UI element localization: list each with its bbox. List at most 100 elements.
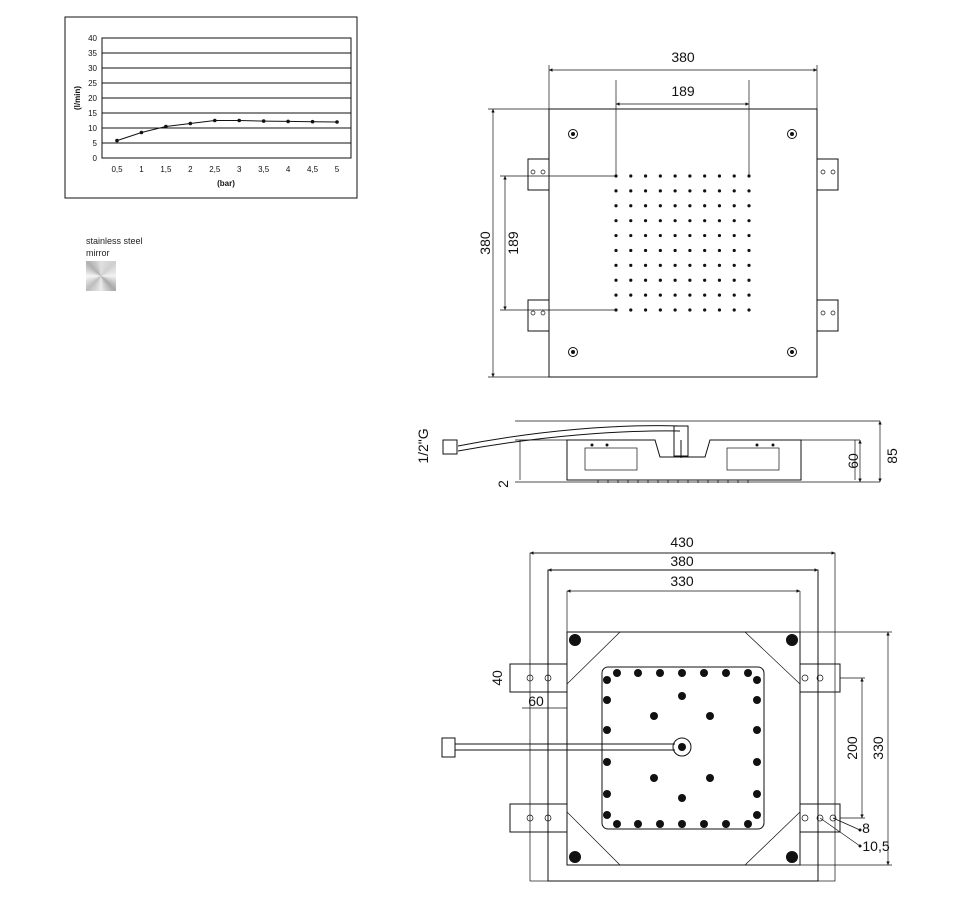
nozzle: [614, 219, 618, 223]
data-point: [188, 121, 193, 126]
x-tick-label: 1: [139, 165, 144, 174]
nozzle: [643, 204, 648, 208]
dim-plate: 330: [670, 573, 694, 589]
series-points: [115, 118, 339, 143]
data-point: [261, 119, 266, 123]
chart-frame: [64, 16, 358, 199]
nozzle: [629, 204, 633, 208]
nozzle: [658, 263, 662, 267]
x-tick-label: 5: [335, 165, 340, 174]
nozzle: [732, 174, 736, 178]
data-point: [237, 118, 242, 123]
nozzle: [629, 219, 633, 223]
bottom-nozzle: [603, 676, 611, 684]
bottom-nozzle: [650, 712, 658, 720]
y-tick-label: 10: [88, 124, 97, 133]
dim-bracket-span: 200: [844, 736, 860, 760]
nozzle: [658, 204, 662, 208]
series-line: [116, 120, 338, 142]
y-tick-label: 30: [88, 64, 97, 73]
nozzle-grid: [614, 174, 751, 312]
nozzle: [629, 233, 633, 238]
bottom-nozzle: [753, 676, 761, 684]
nozzle: [747, 293, 751, 297]
data-point: [115, 138, 119, 143]
nozzle: [688, 278, 692, 282]
dim-hole-small: 8: [862, 820, 870, 836]
top-view: 380 189 380 189: [477, 49, 839, 378]
nozzle: [629, 308, 633, 312]
nozzle: [643, 308, 648, 312]
bottom-nozzle: [700, 669, 708, 677]
nozzle: [614, 278, 618, 282]
x-tick-label: 2,5: [209, 165, 221, 174]
top-corner-screws: [568, 129, 797, 357]
nozzle: [688, 174, 692, 178]
finish-material: stainless steel: [86, 236, 143, 246]
nozzle: [717, 263, 722, 267]
data-point: [286, 119, 290, 124]
nozzle: [673, 233, 677, 238]
dim-bracket: 40: [489, 670, 505, 686]
nozzle: [732, 263, 736, 267]
nozzle: [732, 308, 736, 312]
bottom-nozzle: [603, 811, 611, 819]
nozzle: [703, 248, 707, 253]
data-point: [335, 120, 339, 124]
bottom-nozzle: [613, 820, 621, 828]
nozzle: [747, 278, 751, 282]
y-tick-label: 15: [88, 109, 97, 118]
dim-body-height: 60: [845, 453, 861, 469]
x-tick-label: 4: [286, 165, 291, 174]
nozzle: [688, 233, 692, 238]
nozzle: [717, 233, 722, 238]
bottom-nozzle: [722, 669, 730, 677]
y-tick-label: 25: [88, 79, 97, 88]
nozzle: [703, 204, 707, 208]
nozzle: [673, 174, 677, 178]
bottom-nozzle: [603, 758, 611, 766]
nozzle: [629, 263, 633, 267]
hose-connector: [442, 439, 458, 455]
bottom-nozzle: [603, 726, 611, 734]
nozzle: [629, 293, 633, 297]
bottom-nozzle: [744, 820, 752, 828]
side-body: [566, 439, 802, 481]
x-tick-label: 1,5: [160, 165, 172, 174]
nozzle: [747, 248, 751, 253]
x-tick-label: 4,5: [307, 165, 319, 174]
nozzle: [673, 219, 677, 223]
nozzle: [747, 219, 751, 223]
nozzle: [688, 248, 692, 253]
dim-thread: 1/2"G: [415, 428, 431, 463]
nozzle: [717, 204, 722, 208]
nozzle: [643, 233, 648, 238]
x-tick-label: 2: [188, 165, 193, 174]
dim-top-hole-span-v: 189: [505, 231, 521, 255]
nozzle: [717, 293, 722, 297]
nozzle: [614, 233, 618, 238]
nozzle: [629, 278, 633, 282]
bottom-nozzle: [603, 696, 611, 704]
nozzle: [703, 174, 707, 178]
nozzle: [732, 278, 736, 282]
nozzle: [732, 293, 736, 297]
nozzle: [747, 189, 751, 193]
dim-top-height: 380: [477, 231, 493, 255]
nozzle: [614, 263, 618, 267]
nozzle: [614, 293, 618, 297]
dim-hole-large: 10,5: [862, 838, 889, 854]
bottom-frame: [547, 569, 819, 882]
bottom-view: 430 380 330 40 60 200 330 8 10,5: [441, 534, 892, 882]
nozzle: [658, 278, 662, 282]
data-point: [164, 124, 168, 129]
nozzle: [614, 189, 618, 193]
dim-frame: 380: [670, 553, 694, 569]
nozzle: [688, 293, 692, 297]
bottom-nozzle: [634, 669, 642, 677]
nozzle: [732, 189, 736, 193]
